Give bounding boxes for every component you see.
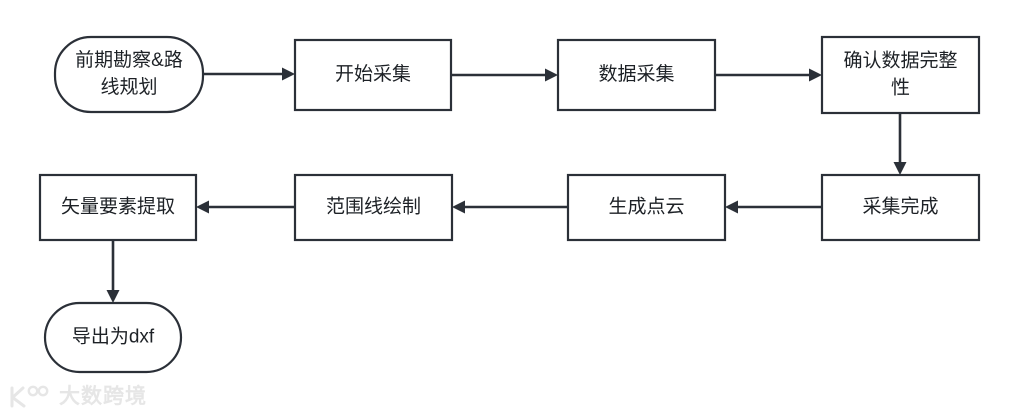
node-rect-shape[interactable] — [38, 173, 198, 242]
node-rect-shape[interactable] — [820, 173, 981, 242]
flow-node[interactable]: 开始采集 — [293, 38, 453, 112]
flow-arrow — [893, 113, 907, 175]
node-stadium-shape[interactable] — [43, 301, 183, 374]
flow-arrow-head-icon — [282, 67, 295, 81]
flow-arrow-head-icon — [545, 68, 558, 82]
flow-node[interactable]: 采集完成 — [820, 173, 981, 242]
flow-arrow — [196, 200, 295, 214]
node-rect-shape[interactable] — [566, 173, 727, 242]
flow-node[interactable]: 前期勘察&路线规划 — [53, 35, 205, 114]
flow-arrow-head-icon — [725, 200, 738, 214]
node-rect-shape[interactable] — [293, 173, 454, 242]
node-label: 导出为dxf — [72, 326, 155, 348]
edges-layer — [106, 67, 907, 303]
flow-arrow-head-icon — [196, 200, 209, 214]
flow-arrow — [725, 200, 822, 214]
flow-arrow — [715, 68, 822, 82]
flow-node[interactable]: 确认数据完整性 — [820, 35, 981, 115]
flow-arrow-head-icon — [893, 162, 907, 175]
flow-node[interactable]: 生成点云 — [566, 173, 727, 242]
flow-node[interactable]: 范围线绘制 — [293, 173, 454, 242]
flow-arrow — [106, 240, 120, 303]
node-label: 生成点云 — [608, 196, 684, 218]
flow-node[interactable]: 导出为dxf — [43, 301, 183, 374]
node-label: 范围线绘制 — [326, 196, 421, 218]
node-rect-shape[interactable] — [820, 35, 981, 115]
flow-arrow-head-icon — [106, 290, 120, 303]
flow-node[interactable]: 数据采集 — [556, 38, 717, 112]
node-label: 确认数据完整性 — [843, 50, 957, 99]
node-stadium-shape[interactable] — [53, 35, 205, 114]
node-label: 数据采集 — [598, 63, 674, 85]
node-rect-shape[interactable] — [556, 38, 717, 112]
flow-node[interactable]: 矢量要素提取 — [38, 173, 198, 242]
flow-arrow — [451, 68, 558, 82]
node-label: 前期勘察&路线规划 — [75, 49, 183, 98]
flow-arrow-head-icon — [809, 68, 822, 82]
flow-arrow — [203, 67, 295, 81]
node-label: 开始采集 — [335, 63, 411, 85]
node-label: 采集完成 — [862, 196, 938, 218]
flow-arrow — [452, 200, 568, 214]
node-label: 矢量要素提取 — [61, 196, 175, 218]
node-rect-shape[interactable] — [293, 38, 453, 112]
flow-arrow-head-icon — [452, 200, 465, 214]
